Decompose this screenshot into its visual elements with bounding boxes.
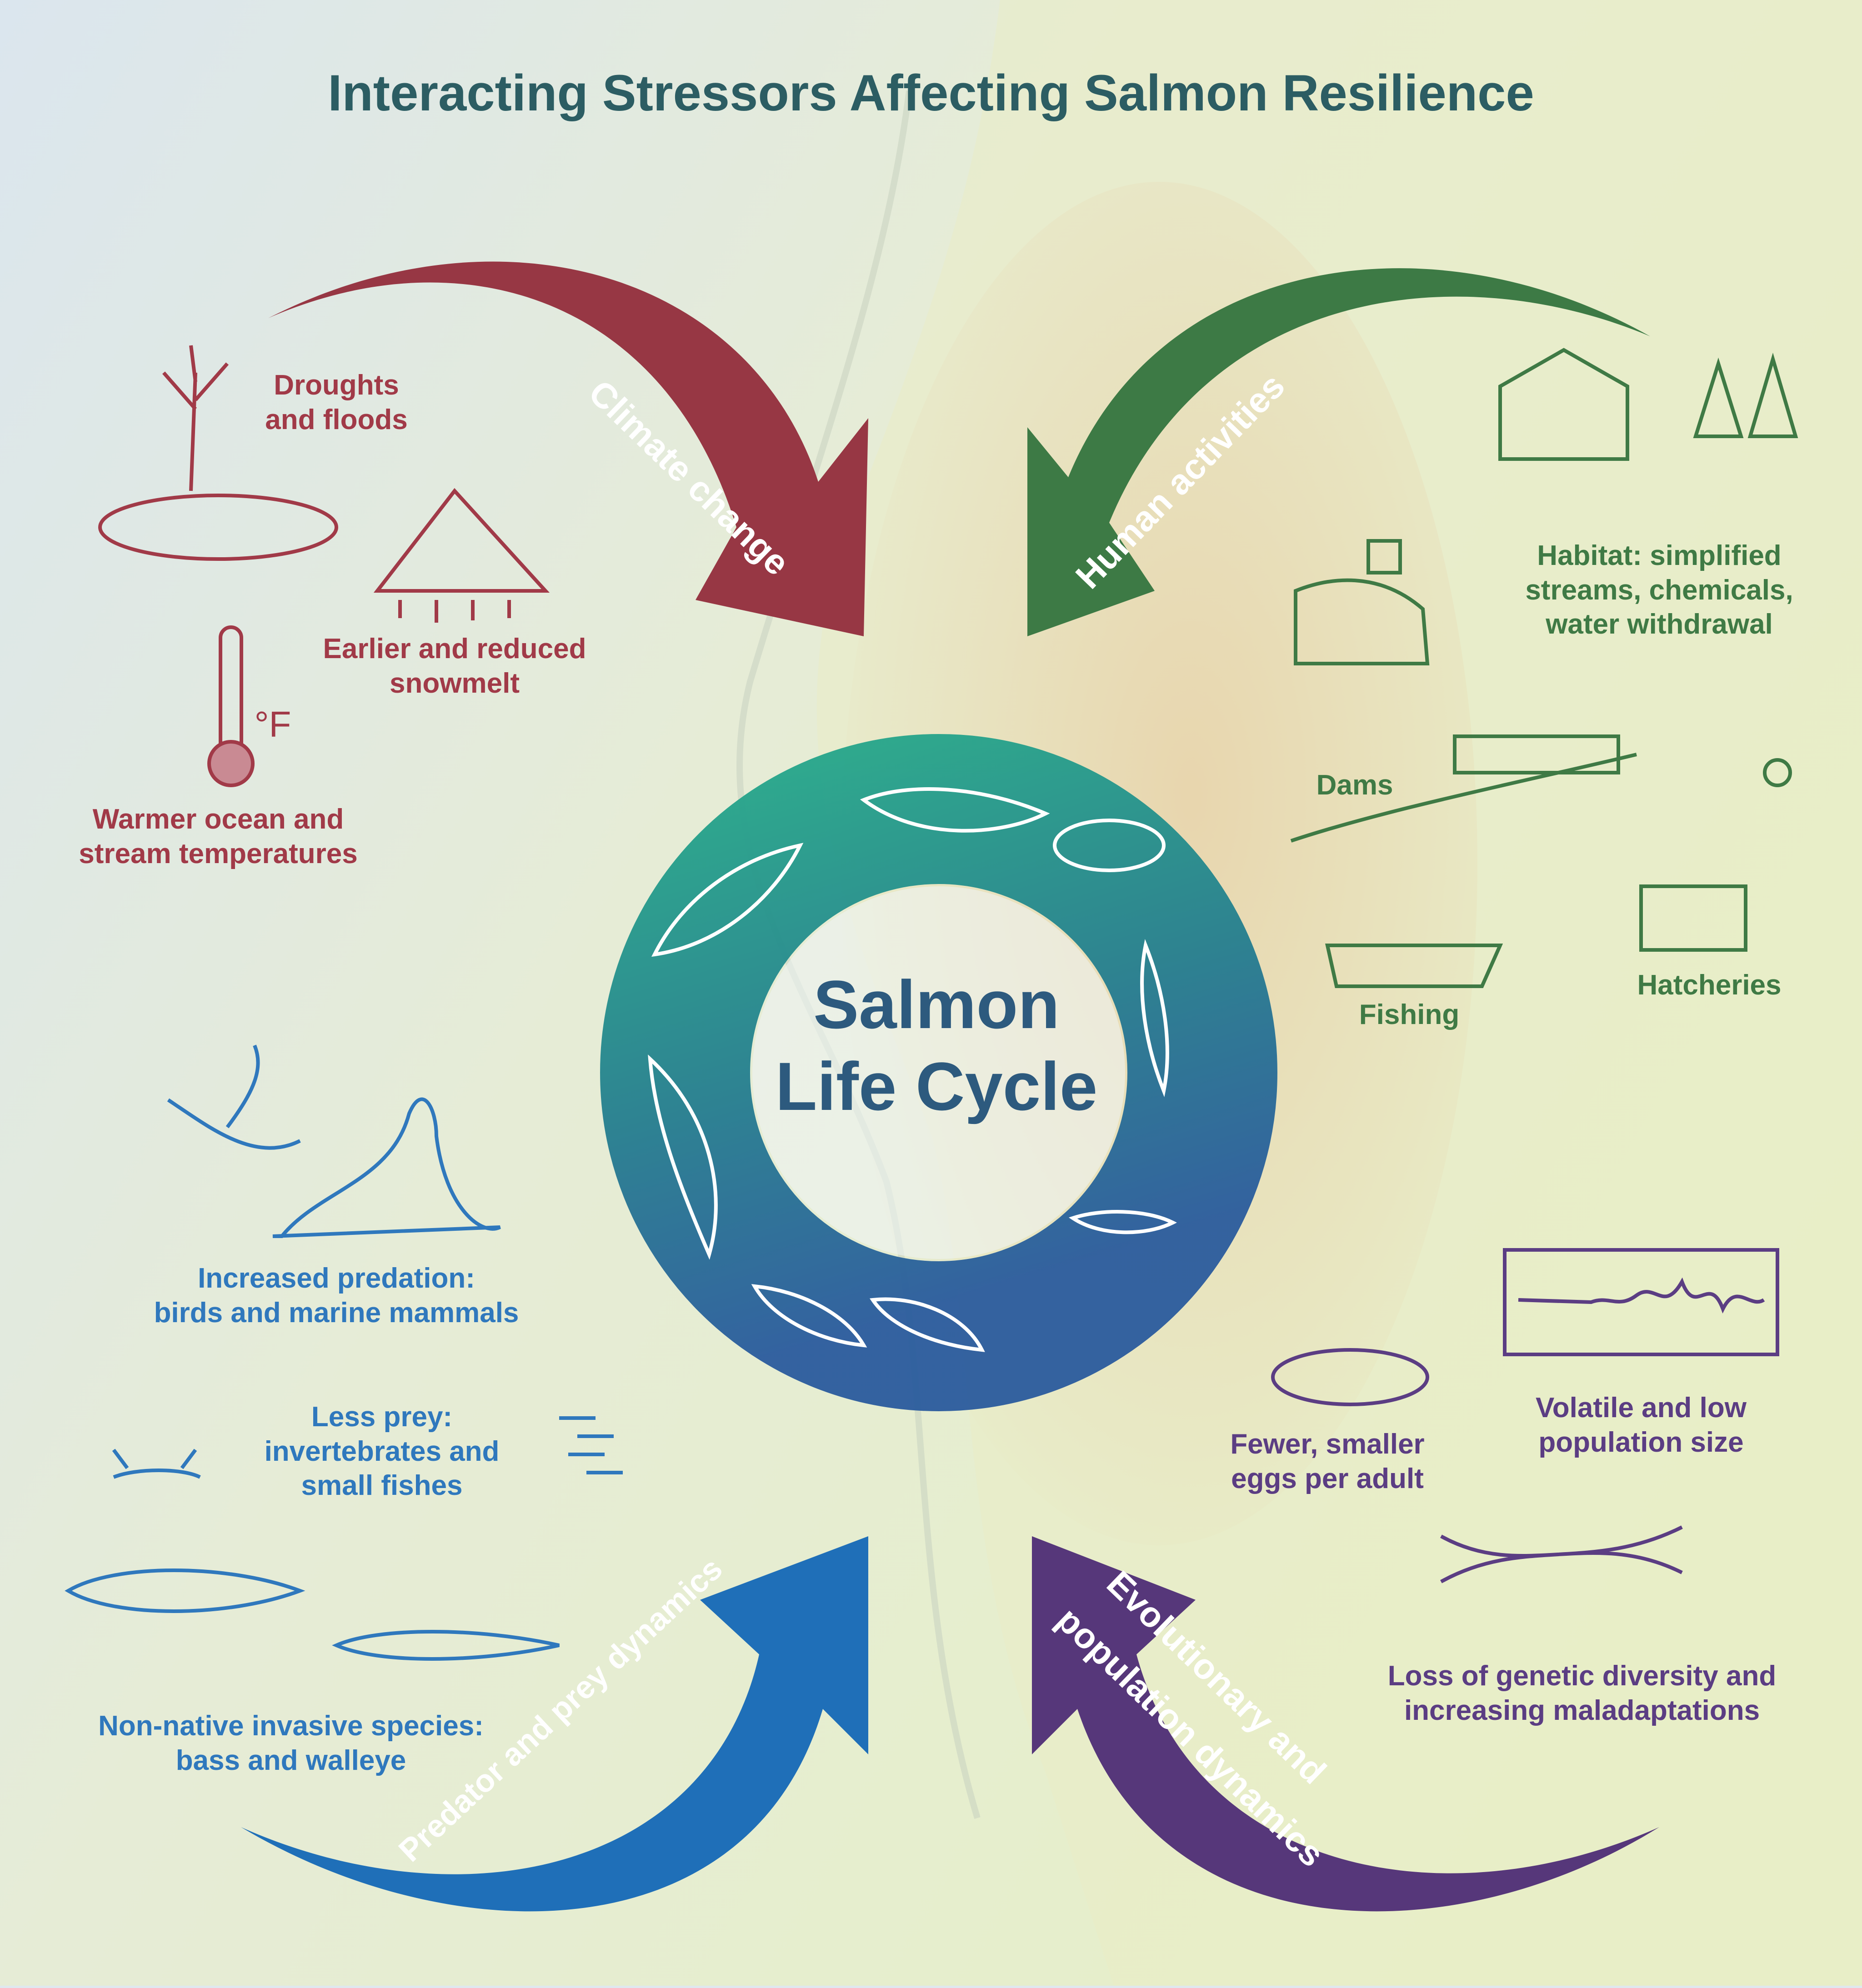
pipe-outfall-icon <box>1294 578 1430 665</box>
population-graph-frame <box>1503 1248 1779 1356</box>
eggs-label-line: Fewer, smaller <box>1230 1429 1425 1460</box>
salmon-icon <box>1068 1210 1177 1234</box>
egg-cluster-icon <box>1271 1348 1429 1406</box>
hatcheries-label: Hatcheries <box>1618 968 1800 1003</box>
salmon-icon <box>860 787 1050 833</box>
population-graph-icon <box>1518 1277 1765 1314</box>
trees-icon <box>1693 352 1798 438</box>
ring-salmon-group <box>648 787 1177 1352</box>
seabird-icon <box>167 1044 301 1150</box>
eggs-label-line: eggs per adult <box>1231 1463 1424 1494</box>
fishing-label-line: Fishing <box>1359 999 1460 1030</box>
hatcheries-label-line: Hatcheries <box>1637 969 1782 1001</box>
warmer-temperatures-label-line: stream temperatures <box>79 838 358 869</box>
fishing-label: Fishing <box>1336 998 1482 1032</box>
fishing-boat-icon <box>1325 944 1503 988</box>
dams-label-line: Dams <box>1316 769 1393 801</box>
ring-center <box>752 886 1125 1259</box>
snowmelt-drops-icon <box>398 600 511 623</box>
dead-tree-icon <box>162 345 229 491</box>
thermometer-bulb-icon <box>207 740 255 787</box>
climate-change-arrow <box>268 261 868 636</box>
habitat-label-line: water withdrawal <box>1546 609 1773 640</box>
salmon-icon <box>751 1284 867 1348</box>
invasive-species-label-line: bass and walleye <box>175 1744 406 1776</box>
mountain-snow-icon <box>373 488 550 593</box>
dam-icon <box>1290 734 1637 843</box>
chemical-sign-icon <box>1366 539 1402 574</box>
predation-label: Increased predation:birds and marine mam… <box>132 1261 541 1330</box>
thermometer-unit-label: °F <box>254 704 291 744</box>
hatchery-icon <box>1639 884 1747 952</box>
predator-prey-arrow <box>241 1536 868 1912</box>
droughts-label-line: Droughts <box>274 370 399 401</box>
predation-label-line: birds and marine mammals <box>154 1297 519 1329</box>
human-icons <box>1290 348 1798 988</box>
evolutionary-arrow <box>1032 1536 1659 1912</box>
small-fish-icon <box>559 1416 623 1474</box>
salmon-icon <box>648 1054 718 1260</box>
hatchery-worker-icon <box>1763 758 1792 787</box>
egg-nest-icon <box>1053 819 1166 872</box>
snowmelt-label-line: Earlier and reduced <box>323 633 586 664</box>
warmer-temperatures-label-line: Warmer ocean and <box>92 804 344 835</box>
prey-label-line: Less prey: <box>311 1401 453 1433</box>
center-title-line2: Life Cycle <box>775 1048 1098 1124</box>
page-title: Interacting Stressors Affecting Salmon R… <box>328 65 1534 121</box>
center-title-line1: Salmon <box>813 966 1060 1043</box>
human-activities-arrow <box>1027 268 1650 636</box>
salmon-icon <box>870 1297 985 1352</box>
prey-label-line: invertebrates and <box>264 1435 500 1467</box>
dna-icon <box>1440 1525 1683 1583</box>
bass-icon <box>65 1568 305 1613</box>
evolution-icons <box>1271 1248 1779 1583</box>
volatile-population-label-line: Volatile and low <box>1536 1392 1747 1424</box>
dams-label: Dams <box>1300 768 1409 803</box>
floodplain-icon <box>98 494 338 561</box>
habitat-label-line: streams, chemicals, <box>1525 574 1793 606</box>
house-icon <box>1498 348 1629 461</box>
life-cycle-ring <box>600 734 1277 1411</box>
invasive-species-label: Non-native invasive species:bass and wal… <box>59 1709 523 1778</box>
sea-lion-icon <box>272 1097 501 1238</box>
predation-label-line: Increased predation: <box>198 1263 475 1294</box>
salmon-icon <box>1140 939 1169 1097</box>
climate-icons <box>98 345 550 787</box>
droughts-label-line: and floods <box>265 404 408 435</box>
center-title: Salmon Life Cycle <box>709 964 1164 1127</box>
predator-icons <box>65 1044 623 1661</box>
genetic-diversity-label-line: Loss of genetic diversity and <box>1387 1660 1777 1692</box>
snowmelt-label-line: snowmelt <box>390 667 520 699</box>
walleye-icon <box>332 1630 560 1661</box>
prey-label-line: small fishes <box>301 1470 463 1502</box>
volatile-population-label-line: population size <box>1538 1426 1744 1458</box>
insect-icon <box>112 1449 201 1479</box>
habitat-label-line: Habitat: simplified <box>1537 540 1782 571</box>
salmon-icon <box>651 843 804 957</box>
invasive-species-label-line: Non-native invasive species: <box>98 1710 484 1742</box>
genetic-diversity-label-line: increasing maladaptations <box>1404 1694 1760 1726</box>
